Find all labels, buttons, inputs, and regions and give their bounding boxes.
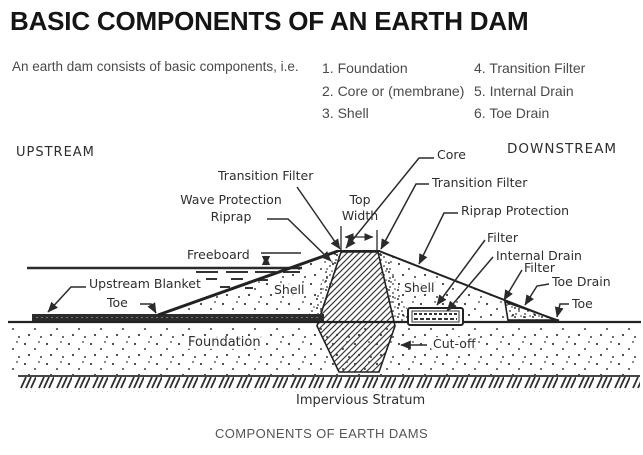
upstream-region-label: UPSTREAM	[16, 145, 95, 160]
components-list-col2: 4. Transition Filter 5. Internal Drain 6…	[474, 57, 585, 125]
leader-lines	[47, 157, 569, 350]
impervious-stratum-zone	[18, 377, 640, 392]
shell-left-label: Shell	[272, 282, 307, 297]
toe-left-label: Toe	[107, 295, 128, 310]
freeboard-label: Freeboard	[187, 247, 250, 262]
leader-internal-drain	[446, 256, 494, 312]
filter-upper-label: Filter	[487, 230, 518, 245]
riprap-protection-label: Riprap Protection	[461, 203, 570, 218]
leader-wave-protection-riprap	[267, 218, 332, 262]
filter-lower-label: Filter	[524, 260, 555, 275]
leader-toe-right	[554, 303, 569, 318]
leader-transition-filter-right	[380, 183, 429, 250]
transition-filter-right-zone	[377, 252, 412, 322]
list-item: 1. Foundation	[322, 60, 408, 76]
page-title: BASIC COMPONENTS OF AN EARTH DAM	[10, 6, 529, 36]
top-width-label: Top Width	[341, 192, 379, 223]
leader-filter-upper	[436, 239, 486, 306]
components-list-col1: 1. Foundation 2. Core or (membrane) 3. S…	[322, 57, 464, 125]
toe-drain-shape	[503, 300, 560, 322]
shell-right-label: Shell	[402, 280, 437, 295]
downstream-region-label: DOWNSTREAM	[507, 141, 618, 157]
internal-drain-label: Internal Drain	[496, 248, 582, 263]
leader-filter-lower	[503, 269, 523, 301]
top-width-indicator	[340, 226, 378, 250]
wave-protection-riprap-label: Wave Protection Riprap	[180, 192, 282, 224]
foundation-label: Foundation	[186, 335, 263, 350]
leader-core	[345, 157, 434, 249]
figure-caption: COMPONENTS OF EARTH DAMS	[214, 426, 429, 441]
transition-filter-left-zone	[306, 252, 342, 322]
leader-toe-left	[140, 302, 157, 314]
list-item: 3. Shell	[322, 105, 369, 121]
leader-upstream-blanket	[47, 286, 86, 313]
leader-riprap-protection	[418, 212, 458, 265]
leader-toe-drain	[524, 283, 550, 306]
upstream-blanket-label: Upstream Blanket	[89, 276, 201, 291]
list-item: 2. Core or (membrane)	[322, 82, 465, 99]
toe-right-label: Toe	[572, 296, 593, 311]
leader-transition-filter-left	[296, 186, 341, 250]
intro-text: An earth dam consists of basic component…	[12, 59, 299, 74]
toe-drain-label: Toe Drain	[552, 274, 611, 289]
internal-drain-shape	[407, 307, 464, 326]
water-dashes	[196, 271, 300, 289]
dam-drawing	[8, 157, 641, 392]
core-label: Core	[437, 147, 466, 162]
cutoff-label: Cut-off	[431, 336, 478, 351]
transition-filter-right-label: Transition Filter	[432, 175, 528, 190]
impervious-stratum-label: Impervious Stratum	[296, 393, 426, 408]
list-item: 4. Transition Filter	[474, 60, 586, 76]
upstream-slope-line	[157, 249, 339, 317]
transition-filter-left-label: Transition Filter	[218, 168, 314, 183]
list-item: 6. Toe Drain	[474, 105, 550, 121]
list-item: 5. Internal Drain	[474, 82, 574, 99]
